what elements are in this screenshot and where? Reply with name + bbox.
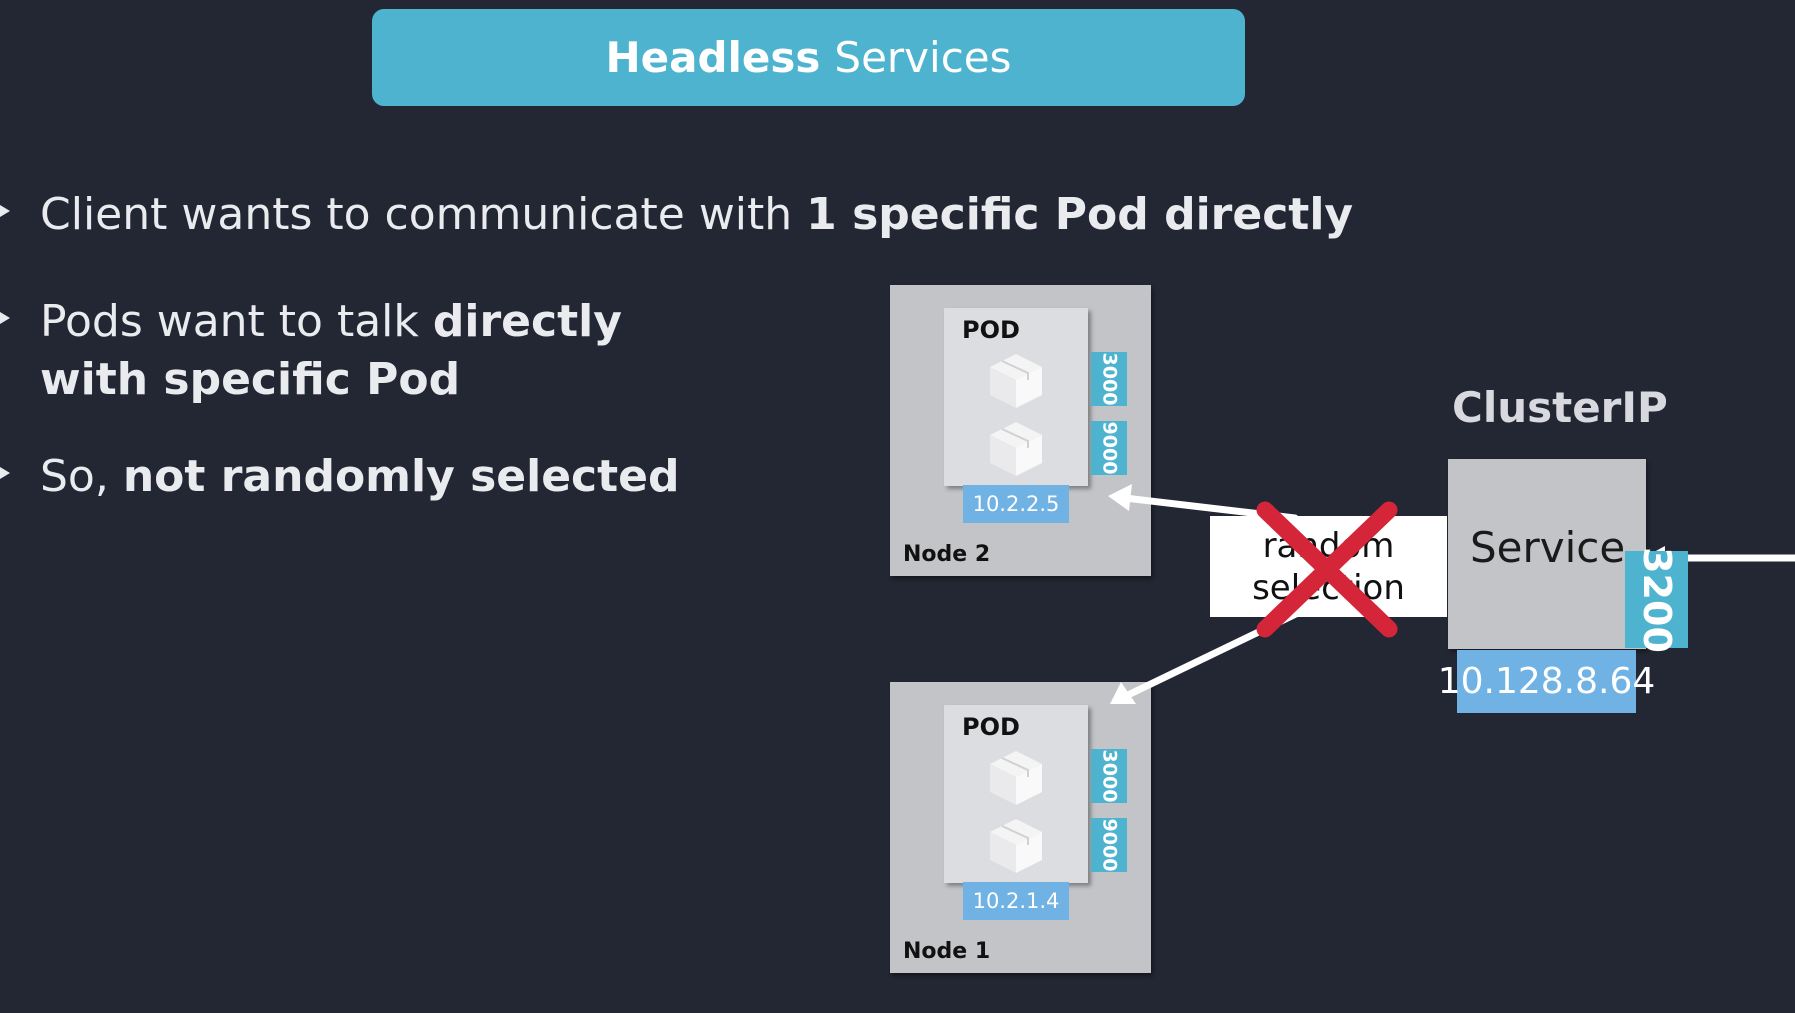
bullet-arrow-icon bbox=[0, 467, 10, 479]
service-port-badge: 3200 bbox=[1625, 547, 1688, 652]
bullet-2-bold-line2: with specific Pod bbox=[40, 354, 461, 405]
clusterip-label: ClusterIP bbox=[1452, 383, 1668, 432]
port-badge: 3000 bbox=[1091, 749, 1127, 803]
title-bold: Headless bbox=[605, 33, 821, 82]
bullet-2-bold: directly bbox=[432, 296, 622, 347]
pod-label: POD bbox=[962, 713, 1020, 741]
service-box: Service bbox=[1448, 459, 1646, 649]
port-badge: 3000 bbox=[1091, 352, 1127, 406]
title-normal: Services bbox=[834, 33, 1012, 82]
container-cube-icon bbox=[990, 751, 1042, 805]
node-label: Node 1 bbox=[903, 939, 991, 964]
bullet-2-text: Pods want to talk bbox=[40, 296, 433, 347]
container-cube-icon bbox=[990, 354, 1042, 408]
port-badge: 9000 bbox=[1091, 421, 1127, 475]
arrowhead bbox=[1108, 484, 1132, 511]
arrowhead bbox=[1110, 682, 1136, 704]
service-ip: 10.128.8.64 bbox=[1438, 650, 1655, 713]
bullet-1-bold: 1 specific Pod directly bbox=[806, 189, 1354, 240]
container-cube-icon bbox=[990, 422, 1042, 476]
bullet-1-text: Client wants to communicate with bbox=[40, 189, 807, 240]
node-1: POD 3000 9000 10.2.1.4 Node 1 bbox=[890, 682, 1151, 973]
node-2: POD 3000 9000 10.2.2.5 Node 2 bbox=[890, 285, 1151, 576]
container-cube-icon bbox=[990, 819, 1042, 873]
node-label: Node 2 bbox=[903, 542, 991, 567]
pod-ip: 10.2.2.5 bbox=[963, 485, 1069, 523]
pod: POD bbox=[944, 705, 1088, 883]
bullet-3-text: So, bbox=[40, 451, 123, 502]
pod-label: POD bbox=[962, 316, 1020, 344]
pod-ip: 10.2.1.4 bbox=[963, 882, 1069, 920]
bullet-3-bold: not randomly selected bbox=[122, 451, 680, 502]
bullet-arrow-icon bbox=[0, 205, 10, 217]
port-badge: 9000 bbox=[1091, 818, 1127, 872]
service-name: Service bbox=[1470, 523, 1626, 572]
slide-title: Headless Services bbox=[372, 9, 1245, 106]
bullet-arrow-icon bbox=[0, 312, 10, 324]
pod: POD bbox=[944, 308, 1088, 486]
